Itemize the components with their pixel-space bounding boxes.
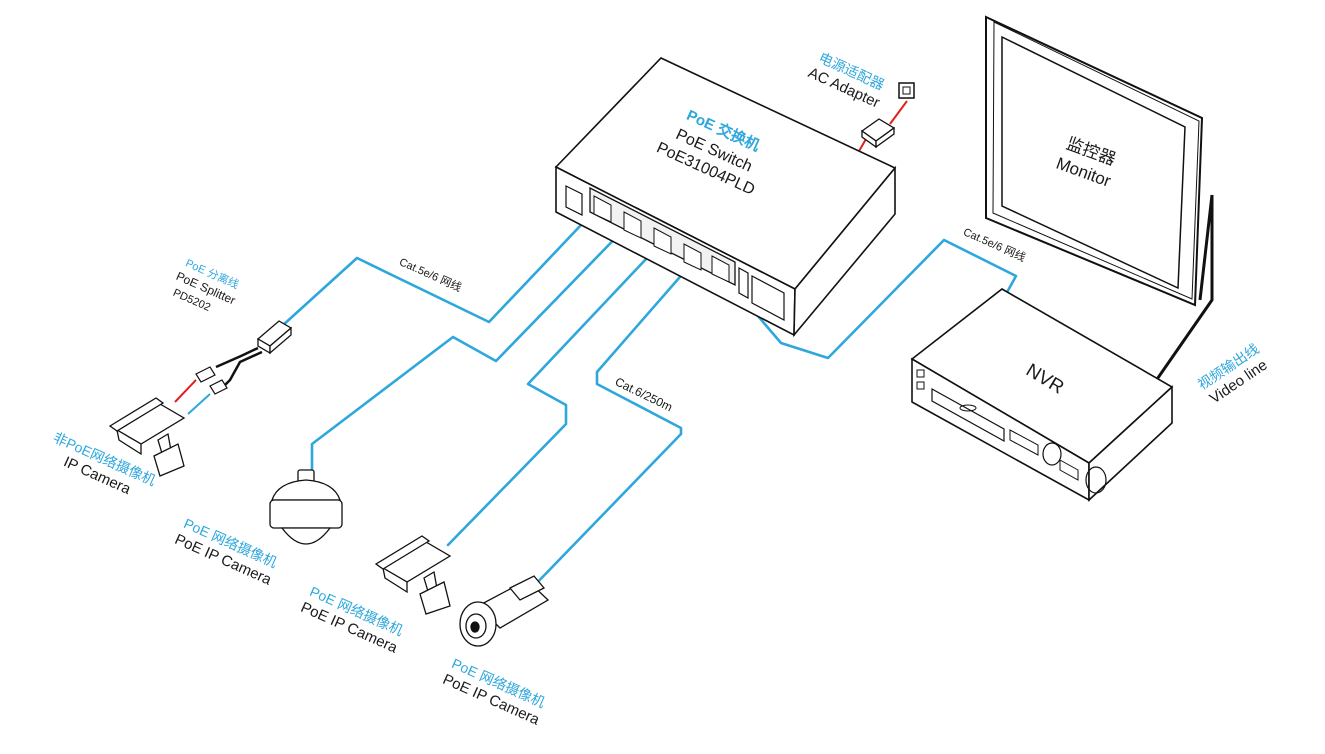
nvr-button-grid [1009, 429, 1079, 481]
camera-1-bracket [153, 443, 185, 477]
port-4 [683, 243, 702, 271]
nvr-drive-bay [931, 387, 1005, 443]
splitter-side [269, 326, 292, 355]
nvr-led [916, 369, 925, 378]
port-1 [593, 195, 612, 223]
cable-nvr-to-switch [756, 238, 1018, 360]
video-cable [1151, 194, 1214, 386]
camera-3-bracket [419, 581, 451, 615]
camera-3-front [382, 566, 408, 594]
camera-2-housing [271, 479, 341, 501]
monitor-bezel-inner [992, 21, 1200, 300]
switch-uplink-panel [751, 275, 785, 321]
camera-1-hood [108, 397, 165, 432]
cable-label-cat5e-left: Cat.5e/6 网线 [397, 254, 464, 294]
switch-panel-left [565, 185, 583, 216]
camera-non-poe [108, 397, 186, 477]
wall-socket-inner [902, 86, 911, 95]
camera-3-hood [374, 535, 431, 570]
port-2 [623, 211, 642, 239]
nvr: NVR [910, 288, 1174, 502]
poe-switch: PoE 交换机 PoE Switch PoE31004PLD [554, 57, 897, 338]
camera-poe-bullet-2 [459, 575, 550, 647]
splitter-data-to-camera [187, 393, 211, 415]
camera-1-front [116, 428, 142, 456]
nvr-knob-small [1042, 442, 1062, 466]
camera-2-collar [269, 499, 343, 529]
nvr-usb [916, 381, 925, 390]
monitor: 监控器 Monitor [985, 15, 1204, 307]
camera-poe-dome [269, 469, 343, 545]
camera-4-lens-core [470, 621, 480, 633]
port-3 [653, 227, 672, 255]
wall-socket [898, 82, 915, 99]
switch-power-slot [738, 266, 749, 300]
splitter-dc-plug [195, 366, 216, 383]
adapter-side [875, 126, 895, 149]
cable-dome-to-switch [310, 220, 633, 480]
monitor-screen [1001, 35, 1186, 290]
camera-poe-bullet-1 [374, 535, 452, 615]
ethernet-ports [593, 195, 730, 283]
splitter-power-to-camera [174, 379, 197, 403]
cable-bullet2-to-switch [528, 260, 695, 592]
nvr-side [1088, 385, 1173, 502]
camera-2-dome [280, 527, 332, 545]
cable-bullet1-to-switch [446, 238, 666, 547]
camera-4-top [508, 575, 546, 601]
splitter-dc-lead [215, 346, 259, 369]
cable-splitter-to-switch [280, 203, 602, 328]
nvr-slot [959, 404, 977, 412]
nvr-knob-large [1085, 466, 1107, 494]
switch-side [793, 165, 896, 338]
splitter-data-lead [219, 350, 263, 391]
poe-splitter: PoE 分离线 PoE Splitter PD5202 [171, 256, 293, 415]
splitter-rj45-plug [209, 379, 228, 395]
port-5 [711, 255, 730, 283]
ac-adapter: 电源适配器 AC Adapter [805, 49, 915, 149]
